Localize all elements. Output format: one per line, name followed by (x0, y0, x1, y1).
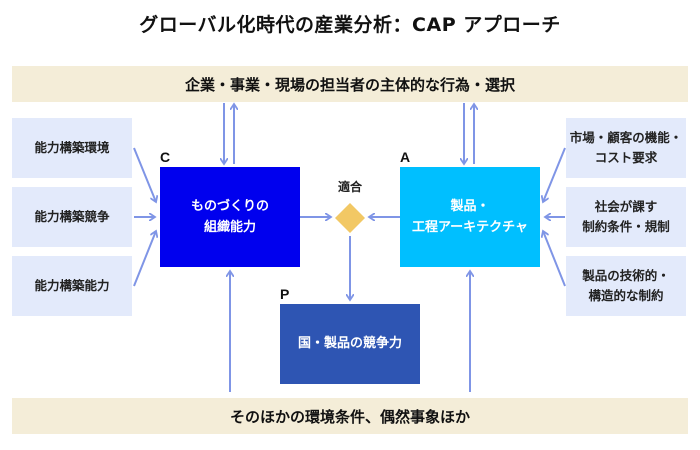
diagram-title: グローバル化時代の産業分析：CAP アプローチ (139, 14, 561, 36)
left-box-capability-environment: 能力構築環境 (12, 118, 132, 178)
box-p-label: 国・製品の競争力 (297, 336, 402, 352)
arrow-market-to-a (543, 147, 566, 202)
box-a-line2: 工程アーキテクチャ (411, 220, 529, 235)
box-c-letter: C (160, 149, 171, 165)
box-c-line1: ものづくりの (190, 198, 269, 214)
left-box-capability-competition: 能力構築競争 (12, 187, 132, 247)
box-p-competitiveness: 国・製品の競争力 (280, 304, 420, 384)
top-band-label: 企業・事業・現場の担当者の主体的な行為・選択 (184, 75, 515, 94)
right-box-social-constraints: 社会が課す 制約条件・規制 (566, 187, 686, 247)
right-box-line1: 市場・顧客の機能・ (569, 130, 683, 145)
bottom-band-environment: そのほかの環境条件、偶然事象ほか (12, 398, 688, 434)
left-box-label: 能力構築能力 (34, 278, 110, 293)
arrow-technical-to-a (543, 231, 566, 287)
right-box-line1: 社会が課す (594, 199, 658, 214)
right-box-market-demands: 市場・顧客の機能・ コスト要求 (566, 118, 686, 178)
arrow-environment-to-c (133, 147, 156, 202)
right-box-line2: 構造的な制約 (588, 288, 664, 303)
arrow-ability-to-c (133, 231, 156, 287)
fit-diamond-icon (335, 203, 365, 233)
left-box-label: 能力構築環境 (34, 140, 110, 155)
top-band-actors: 企業・事業・現場の担当者の主体的な行為・選択 (12, 66, 688, 102)
bottom-band-label: そのほかの環境条件、偶然事象ほか (229, 407, 470, 426)
box-a-letter: A (400, 149, 411, 165)
right-box-technical-constraints: 製品の技術的・ 構造的な制約 (566, 256, 686, 316)
box-p-letter: P (280, 286, 290, 302)
box-c-line2: 組織能力 (203, 220, 256, 235)
right-box-line2: コスト要求 (594, 150, 658, 165)
right-box-line1: 製品の技術的・ (582, 268, 670, 283)
left-box-capability-ability: 能力構築能力 (12, 256, 132, 316)
fit-label: 適合 (337, 180, 362, 194)
right-box-line2: 制約条件・規制 (582, 219, 670, 234)
left-box-label: 能力構築競争 (34, 209, 110, 224)
box-a-line1: 製品・ (450, 198, 490, 214)
box-a-architecture: 製品・ 工程アーキテクチャ (400, 167, 540, 267)
box-c-organizational-capability: ものづくりの 組織能力 (160, 167, 300, 267)
